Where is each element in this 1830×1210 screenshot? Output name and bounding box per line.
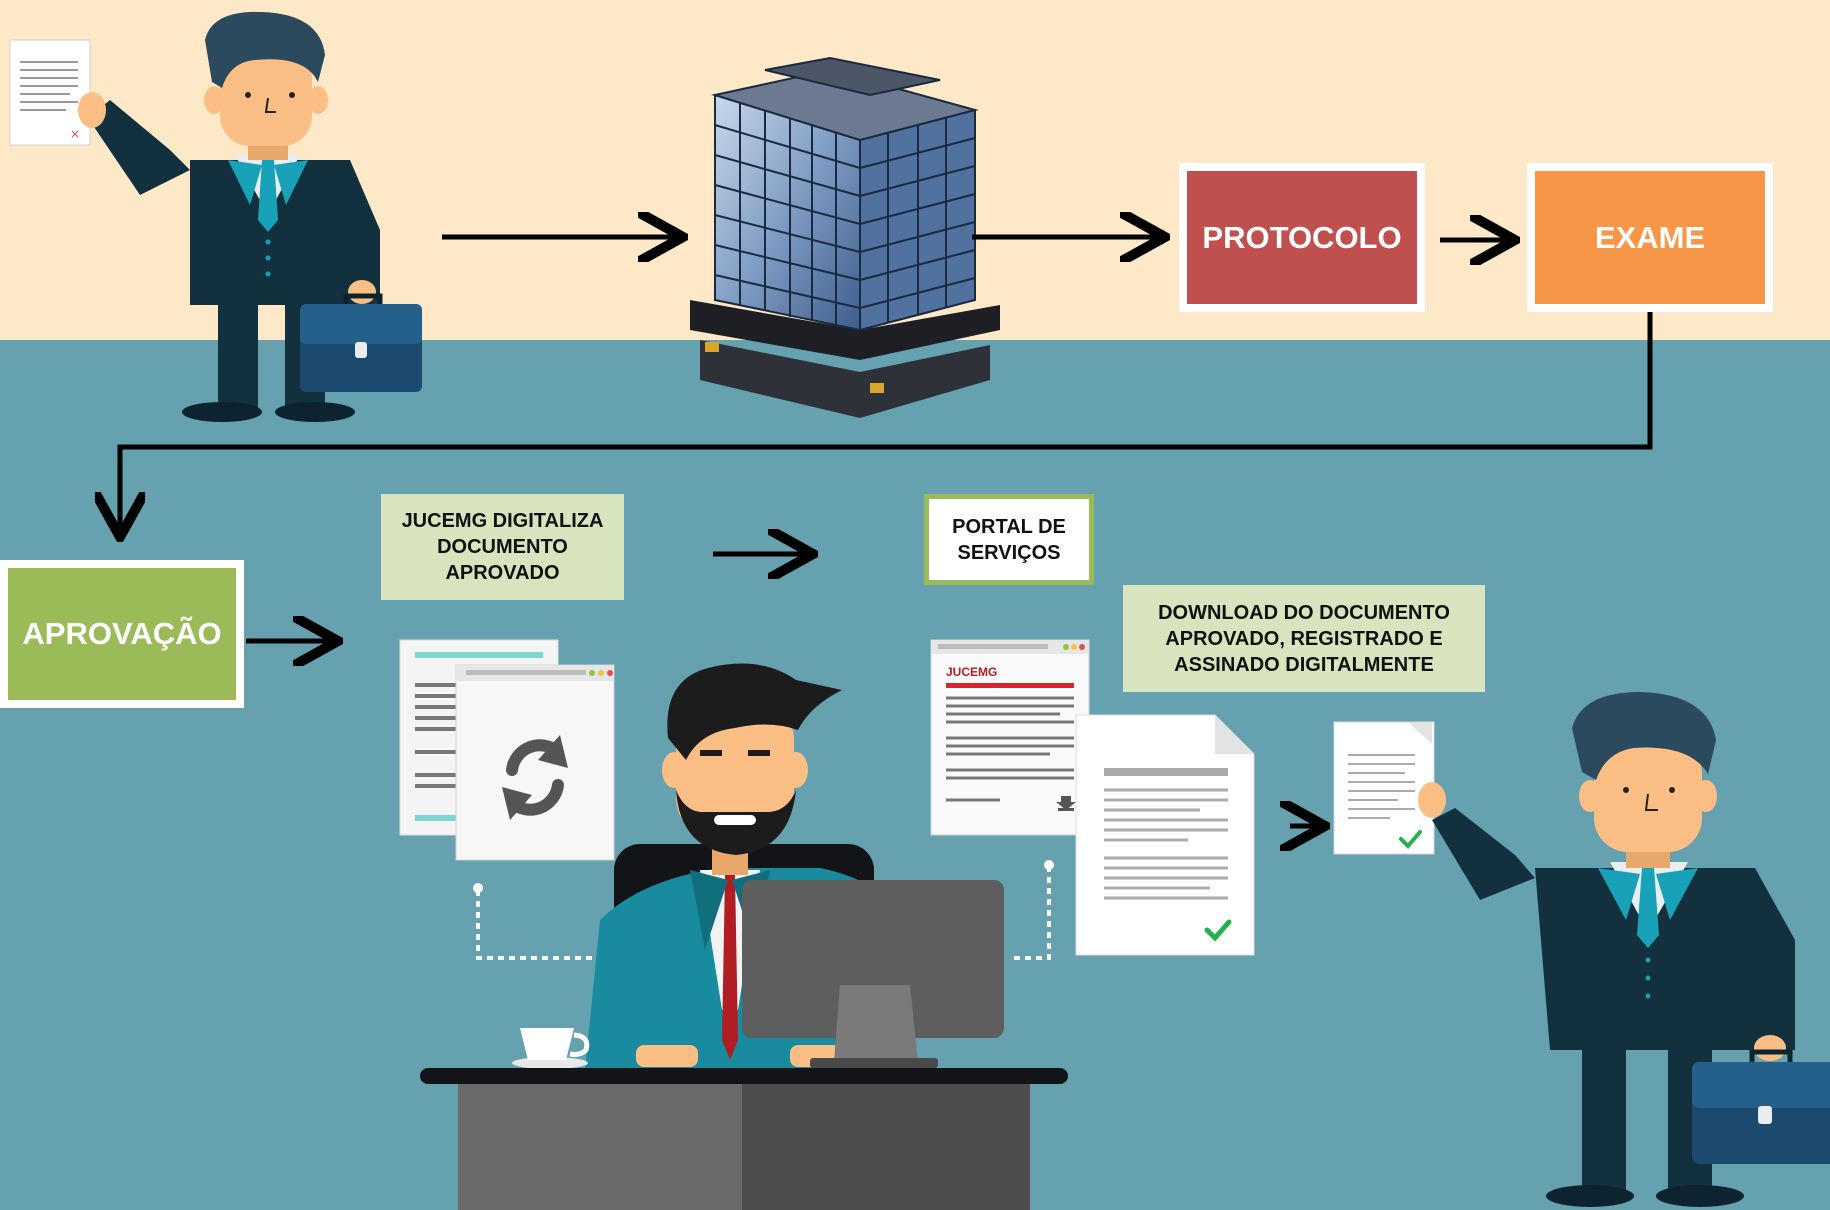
monitor-icon: [742, 880, 1004, 1068]
note-download-documento: DOWNLOAD DO DOCUMENTO APROVADO, REGISTRA…: [1123, 585, 1485, 692]
briefcase-icon: [300, 293, 422, 392]
svg-text:×: ×: [70, 127, 80, 141]
download-icon: [1056, 796, 1076, 811]
briefcase-icon: [1692, 1049, 1830, 1164]
coffee-cup-icon: [512, 1028, 590, 1069]
office-building-icon: [690, 56, 1000, 418]
portal-document: JUCEMG: [930, 639, 1090, 836]
paper-icon: ×: [9, 39, 91, 146]
step-protocolo: PROTOCOLO: [1179, 163, 1425, 312]
connector-exame-to-aprovacao: [120, 312, 1653, 532]
step-protocolo-label: PROTOCOLO: [1202, 219, 1402, 255]
step-exame-label: EXAME: [1594, 219, 1706, 255]
step-exame: EXAME: [1527, 163, 1773, 312]
step-aprovacao: APROVAÇÃO: [0, 560, 244, 708]
note-portal-line-2: SERVIÇOS: [957, 541, 1061, 564]
step-aprovacao-label: APROVAÇÃO: [22, 616, 222, 651]
signed-document-large: [1075, 714, 1255, 956]
jucemg-logo: JUCEMG: [946, 665, 997, 679]
note-portal-de-servicos: PORTAL DE SERVIÇOS: [924, 494, 1094, 585]
note-digitaliza-line-3: APROVADO: [445, 562, 560, 584]
note-digitaliza-line-1: JUCEMG DIGITALIZA: [401, 510, 604, 532]
businessman-left: ×: [9, 11, 422, 422]
note-portal-line-1: PORTAL DE: [952, 515, 1066, 538]
employee-at-desk: [420, 663, 1068, 1210]
note-download-line-2: APROVADO, REGISTRADO E: [1165, 627, 1443, 650]
note-download-line-1: DOWNLOAD DO DOCUMENTO: [1158, 601, 1450, 624]
scanned-document-panel: [399, 639, 615, 861]
note-jucemg-digitaliza: JUCEMG DIGITALIZA DOCUMENTO APROVADO: [381, 494, 624, 600]
businessman-right: [1333, 692, 1830, 1207]
approved-document-icon: [1333, 721, 1435, 855]
flow-arrows: [120, 237, 1653, 826]
note-digitaliza-line-2: DOCUMENTO: [437, 536, 568, 558]
note-download-line-3: ASSINADO DIGITALMENTE: [1174, 653, 1434, 676]
check-icon: [1204, 919, 1232, 942]
